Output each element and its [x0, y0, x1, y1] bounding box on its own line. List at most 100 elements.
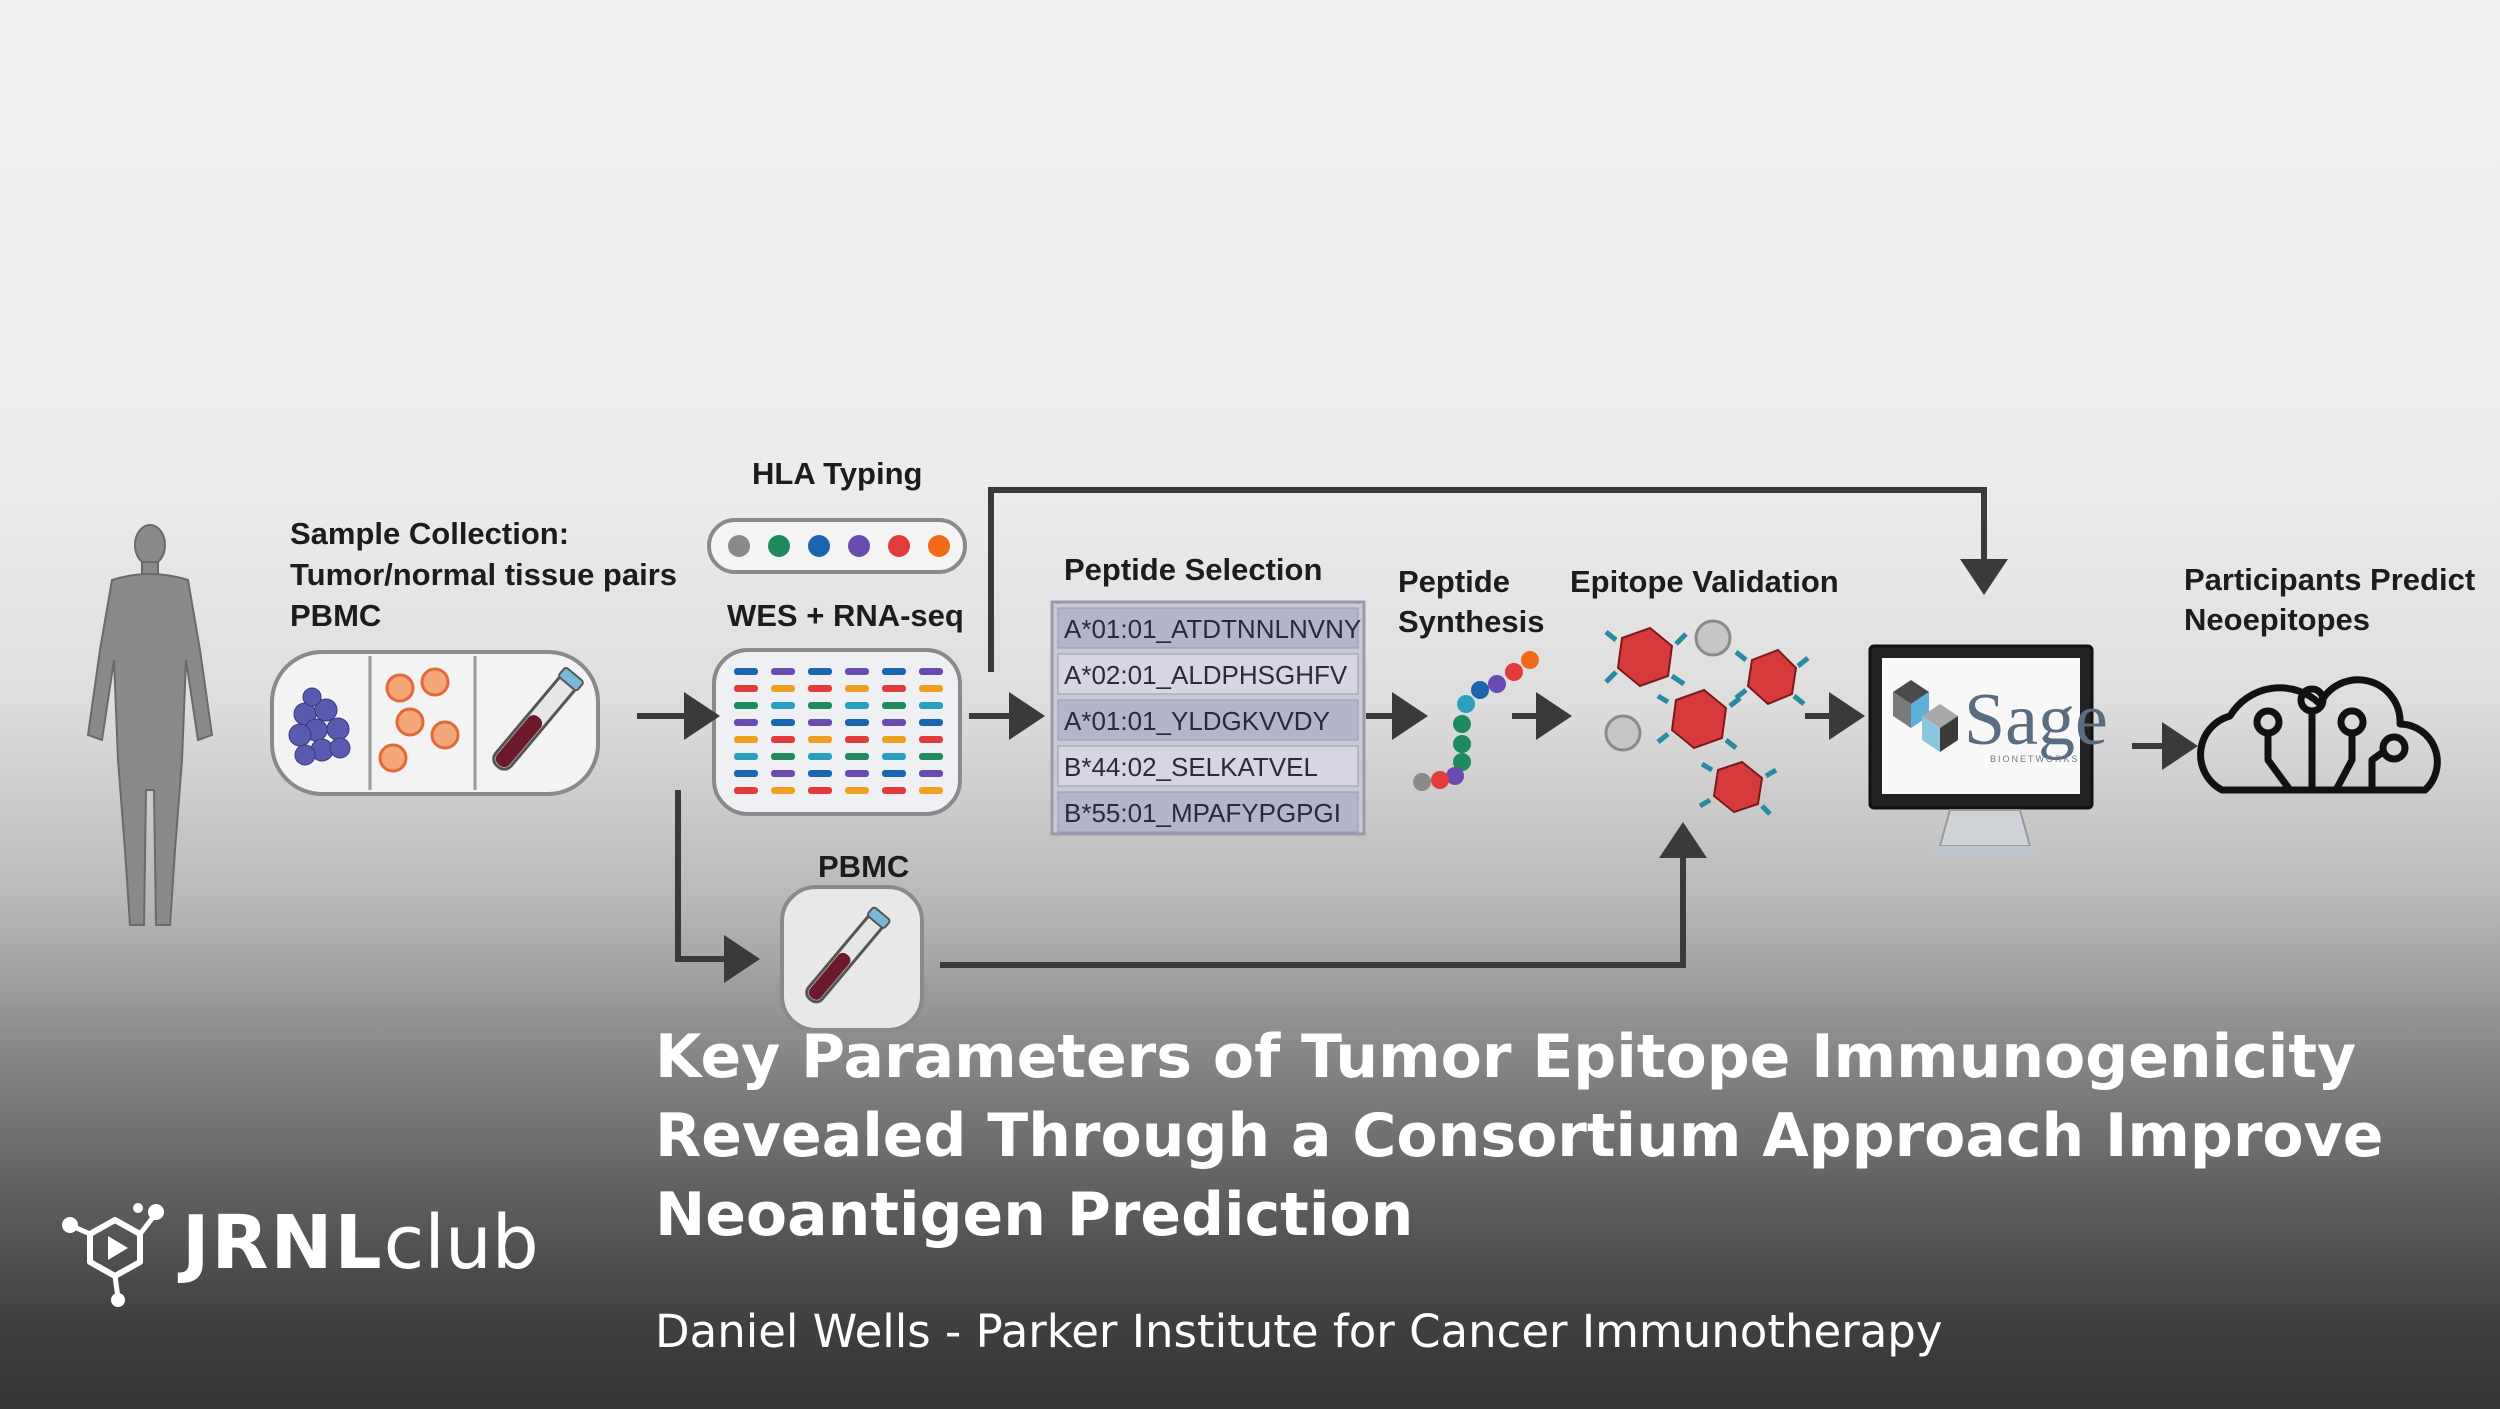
sequence-read — [771, 668, 795, 675]
peptide-label: A*02:01_ALDPHSGHFV — [1064, 660, 1348, 690]
sage-monitor-icon: Sage BIONETWORKS — [1868, 644, 2108, 856]
amino-acid-bead — [1505, 663, 1523, 681]
jrnl-club-logo[interactable]: JRNLclub — [60, 1198, 539, 1318]
sequence-read — [808, 685, 832, 692]
sequence-read — [808, 770, 832, 777]
sequence-read — [808, 753, 832, 760]
peptide-row — [1057, 791, 1359, 833]
sequence-read — [882, 770, 906, 777]
sequence-read — [882, 719, 906, 726]
sequence-read — [845, 770, 869, 777]
sequence-read — [771, 787, 795, 794]
sequence-read — [919, 736, 943, 743]
label-epitope-validation: Epitope Validation — [1570, 564, 1839, 599]
amino-acid-bead — [1446, 767, 1464, 785]
sequence-read — [882, 787, 906, 794]
peptide-row — [1057, 653, 1359, 695]
sequence-read — [734, 702, 758, 709]
sage-logo-text: Sage — [1964, 679, 2108, 761]
sequence-read — [771, 770, 795, 777]
sequence-read — [771, 753, 795, 760]
sequence-read — [919, 702, 943, 709]
pbmc-tube-icon — [805, 906, 891, 1004]
sequence-read — [919, 787, 943, 794]
sequence-read — [845, 719, 869, 726]
peptide-label: A*01:01_YLDGKVVDY — [1064, 706, 1330, 736]
flow-arrows — [637, 487, 2198, 983]
amino-acid-bead — [1453, 715, 1471, 733]
sequence-read — [734, 787, 758, 794]
sequence-read — [771, 685, 795, 692]
peptide-chain-icon — [1413, 651, 1539, 791]
label-participants-1: Participants Predict — [2184, 562, 2475, 597]
label-sample-2: Tumor/normal tissue pairs — [290, 557, 677, 592]
peptide-row — [1057, 745, 1359, 787]
label-sample-1: Sample Collection: — [290, 516, 569, 551]
sequence-read — [882, 685, 906, 692]
sequence-read — [882, 753, 906, 760]
amino-acid-bead — [1488, 675, 1506, 693]
hla-dots — [728, 535, 950, 557]
sequence-read — [734, 753, 758, 760]
amino-acid-bead — [1521, 651, 1539, 669]
label-wes-rnaseq: WES + RNA-seq — [727, 598, 964, 633]
label-peptide-synthesis-2: Synthesis — [1398, 604, 1544, 639]
sequence-read — [808, 668, 832, 675]
sequence-read — [734, 685, 758, 692]
logo-wordmark: JRNLclub — [182, 1200, 539, 1286]
label-pbmc: PBMC — [818, 849, 909, 884]
peptide-row — [1057, 699, 1359, 741]
sequence-read — [808, 787, 832, 794]
sequence-read — [845, 668, 869, 675]
sequence-read — [845, 685, 869, 692]
hla-dot — [848, 535, 870, 557]
talk-speaker: Daniel Wells - Parker Institute for Canc… — [655, 1305, 1943, 1358]
epitope-validation-icon — [1604, 619, 1810, 816]
amino-acid-bead — [1453, 753, 1471, 771]
sequence-read — [919, 719, 943, 726]
talk-title: Key Parameters of Tumor Epitope Immunoge… — [655, 1022, 2384, 1250]
sequence-read — [845, 702, 869, 709]
sequence-read — [845, 736, 869, 743]
sequence-read — [771, 702, 795, 709]
label-peptide-synthesis-1: Peptide — [1398, 564, 1510, 599]
peptide-row — [1057, 607, 1359, 649]
label-sample-3: PBMC — [290, 598, 381, 633]
sequence-read — [882, 668, 906, 675]
cloud-circuit-icon — [2197, 676, 2441, 794]
label-peptide-selection: Peptide Selection — [1064, 552, 1322, 587]
sequence-read — [771, 736, 795, 743]
sequence-read — [734, 736, 758, 743]
amino-acid-bead — [1431, 771, 1449, 789]
normal-cells-icon — [378, 667, 460, 773]
sequence-read — [734, 668, 758, 675]
sequence-read — [808, 736, 832, 743]
sequence-read — [771, 719, 795, 726]
tumor-cells-icon — [288, 687, 351, 766]
hla-dot — [728, 535, 750, 557]
sequence-read — [882, 736, 906, 743]
peptide-table: A*01:01_ATDTNNLNVNYA*02:01_ALDPHSGHFVA*0… — [1050, 600, 1366, 836]
hla-dot — [888, 535, 910, 557]
sequence-read — [808, 702, 832, 709]
sequence-read — [919, 770, 943, 777]
amino-acid-bead — [1453, 735, 1471, 753]
sequence-read — [919, 753, 943, 760]
amino-acid-bead — [1457, 695, 1475, 713]
sequence-read — [734, 770, 758, 777]
sequence-read — [882, 702, 906, 709]
jrnl-club-logo-icon — [62, 1203, 164, 1307]
peptide-label: B*55:01_MPAFYPGPGI — [1064, 798, 1341, 828]
sequence-read — [845, 753, 869, 760]
sequence-read — [919, 668, 943, 675]
sequence-read — [808, 719, 832, 726]
sample-collection-panel — [270, 650, 600, 796]
sequence-reads — [734, 668, 943, 794]
sage-logo-sub: BIONETWORKS — [1990, 754, 2080, 764]
hla-dot — [928, 535, 950, 557]
hla-dot — [768, 535, 790, 557]
sequence-read — [734, 719, 758, 726]
amino-acid-bead — [1471, 681, 1489, 699]
